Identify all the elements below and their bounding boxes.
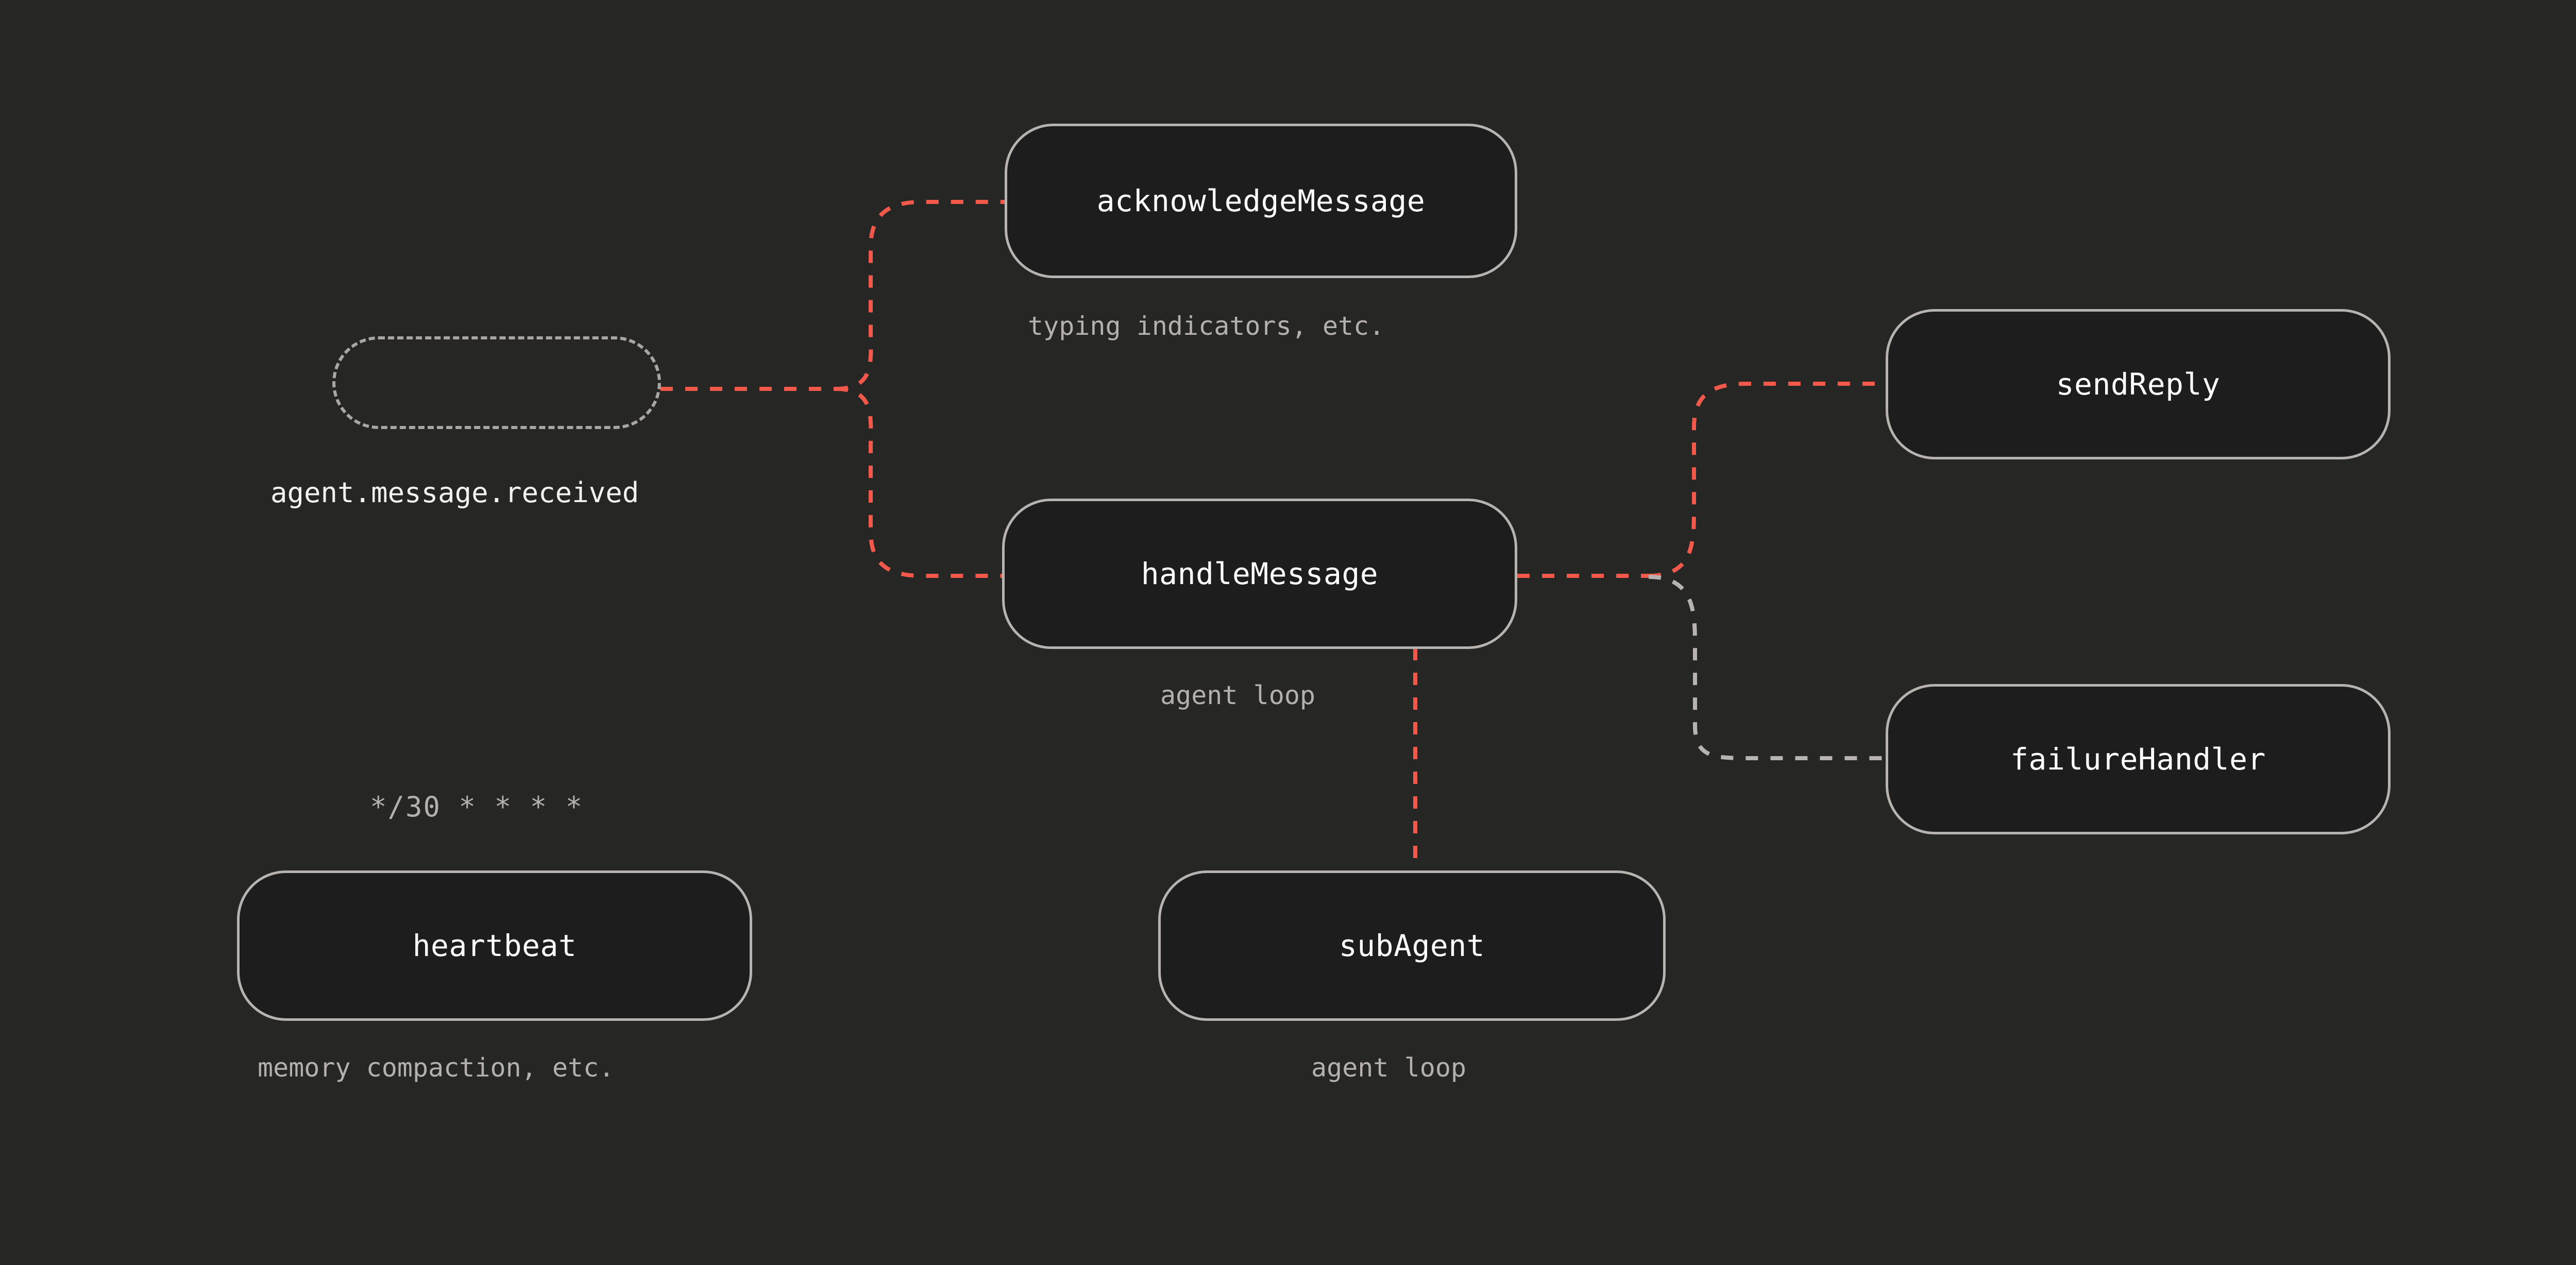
caption-handle-note: agent loop	[1160, 680, 1316, 710]
node-failure-handler-label: failureHandler	[2010, 742, 2266, 777]
caption-trigger-event: agent.message.received	[270, 476, 639, 509]
edge-handle-to-failurehandler	[1648, 575, 1886, 760]
node-acknowledge-message-label: acknowledgeMessage	[1096, 183, 1426, 218]
node-handle-message-label: handleMessage	[1141, 556, 1379, 591]
edge-handle-to-sendreply	[1648, 382, 1886, 578]
node-heartbeat[interactable]: heartbeat	[237, 870, 752, 1021]
caption-heartbeat-note: memory compaction, etc.	[258, 1053, 615, 1083]
node-send-reply[interactable]: sendReply	[1886, 309, 2391, 459]
node-trigger[interactable]	[332, 336, 661, 429]
node-acknowledge-message[interactable]: acknowledgeMessage	[1005, 124, 1517, 278]
node-handle-message[interactable]: handleMessage	[1002, 499, 1517, 649]
caption-heartbeat-schedule: */30 * * * *	[370, 791, 584, 823]
node-sub-agent-label: subAgent	[1338, 928, 1485, 963]
node-sub-agent[interactable]: subAgent	[1158, 870, 1666, 1021]
node-send-reply-label: sendReply	[2056, 367, 2221, 402]
edge-trigger-to-acknowledge	[835, 200, 1005, 391]
node-failure-handler[interactable]: failureHandler	[1886, 684, 2391, 834]
caption-subagent-note: agent loop	[1311, 1053, 1467, 1083]
node-heartbeat-label: heartbeat	[412, 928, 577, 963]
caption-acknowledge-note: typing indicators, etc.	[1028, 311, 1385, 341]
edge-trigger-to-handle	[835, 387, 1005, 578]
